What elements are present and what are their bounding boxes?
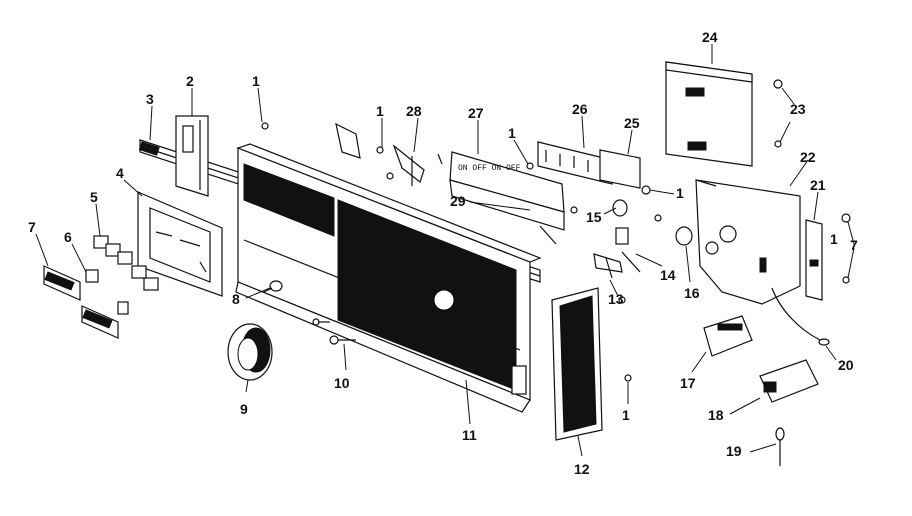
label-10: 10 [334, 375, 350, 391]
label-1: 1 [676, 185, 684, 201]
part-19-wire-end [775, 427, 785, 466]
label-7: 7 [28, 219, 36, 235]
label-6: 6 [64, 229, 72, 245]
label-14: 14 [660, 267, 676, 283]
label-25: 25 [624, 115, 640, 131]
part-25-block [599, 149, 641, 189]
label-12: 12 [574, 461, 590, 477]
label-27: 27 [468, 105, 484, 121]
label-29: 29 [450, 193, 466, 209]
label-21: 21 [810, 177, 826, 193]
label-5: 5 [90, 189, 98, 205]
part-11-control-panel [235, 143, 542, 413]
label-1: 1 [252, 73, 260, 89]
label-20: 20 [838, 357, 854, 373]
part-20-wire [771, 287, 830, 346]
label-1: 1 [508, 125, 516, 141]
part-7-switch-bank [43, 265, 119, 339]
label-17: 17 [680, 375, 696, 391]
part-12-filter-panel [551, 287, 603, 441]
part-13-terminal [593, 253, 623, 279]
label-2: 2 [186, 73, 194, 89]
part-6-spacer [85, 269, 129, 315]
bracket-clip [335, 122, 361, 159]
part-8-screw [263, 280, 283, 293]
label-22: 22 [800, 149, 816, 165]
part-2-bracket [175, 115, 209, 197]
label-1: 1 [376, 103, 384, 119]
part-28-clip [392, 144, 443, 186]
label-9: 9 [240, 401, 248, 417]
part-17-relay [703, 315, 753, 357]
label-15: 15 [586, 209, 602, 225]
part-5-push-buttons [93, 235, 159, 291]
label-26: 26 [572, 101, 588, 117]
screws [261, 79, 851, 382]
label-16: 16 [684, 285, 700, 301]
part-27-switch-block: ON OFF ON OFF [449, 151, 565, 245]
part-15-clip [612, 199, 628, 217]
label-23: 23 [790, 101, 806, 117]
part-26-switch [537, 141, 613, 185]
part-9-knob [227, 323, 273, 381]
label-3: 3 [146, 91, 154, 107]
label-18: 18 [708, 407, 724, 423]
label-28: 28 [406, 103, 422, 119]
label-8: 8 [232, 291, 240, 307]
label-13: 13 [608, 291, 624, 307]
label-1: 1 [830, 231, 838, 247]
part-21-strip [805, 219, 823, 301]
label-19: 19 [726, 443, 742, 459]
label-24: 24 [702, 29, 718, 45]
part-10-screws [312, 318, 356, 345]
part-labels: 1 2 3 4 5 6 7 8 9 10 11 12 1 1 28 27 1 2… [28, 29, 858, 477]
part-27-markings: ON OFF ON OFF [458, 164, 521, 173]
label-11: 11 [462, 427, 477, 443]
leader-lines [35, 44, 855, 457]
label-7: 7 [850, 237, 858, 253]
part-4-switch-plate [137, 191, 223, 297]
label-4: 4 [116, 165, 124, 181]
part-16-bushing [675, 226, 693, 246]
part-14-switch [615, 227, 641, 273]
label-1: 1 [622, 407, 630, 423]
part-22-housing [695, 179, 801, 305]
part-18-module [759, 359, 819, 403]
part-24-cover [665, 61, 753, 167]
